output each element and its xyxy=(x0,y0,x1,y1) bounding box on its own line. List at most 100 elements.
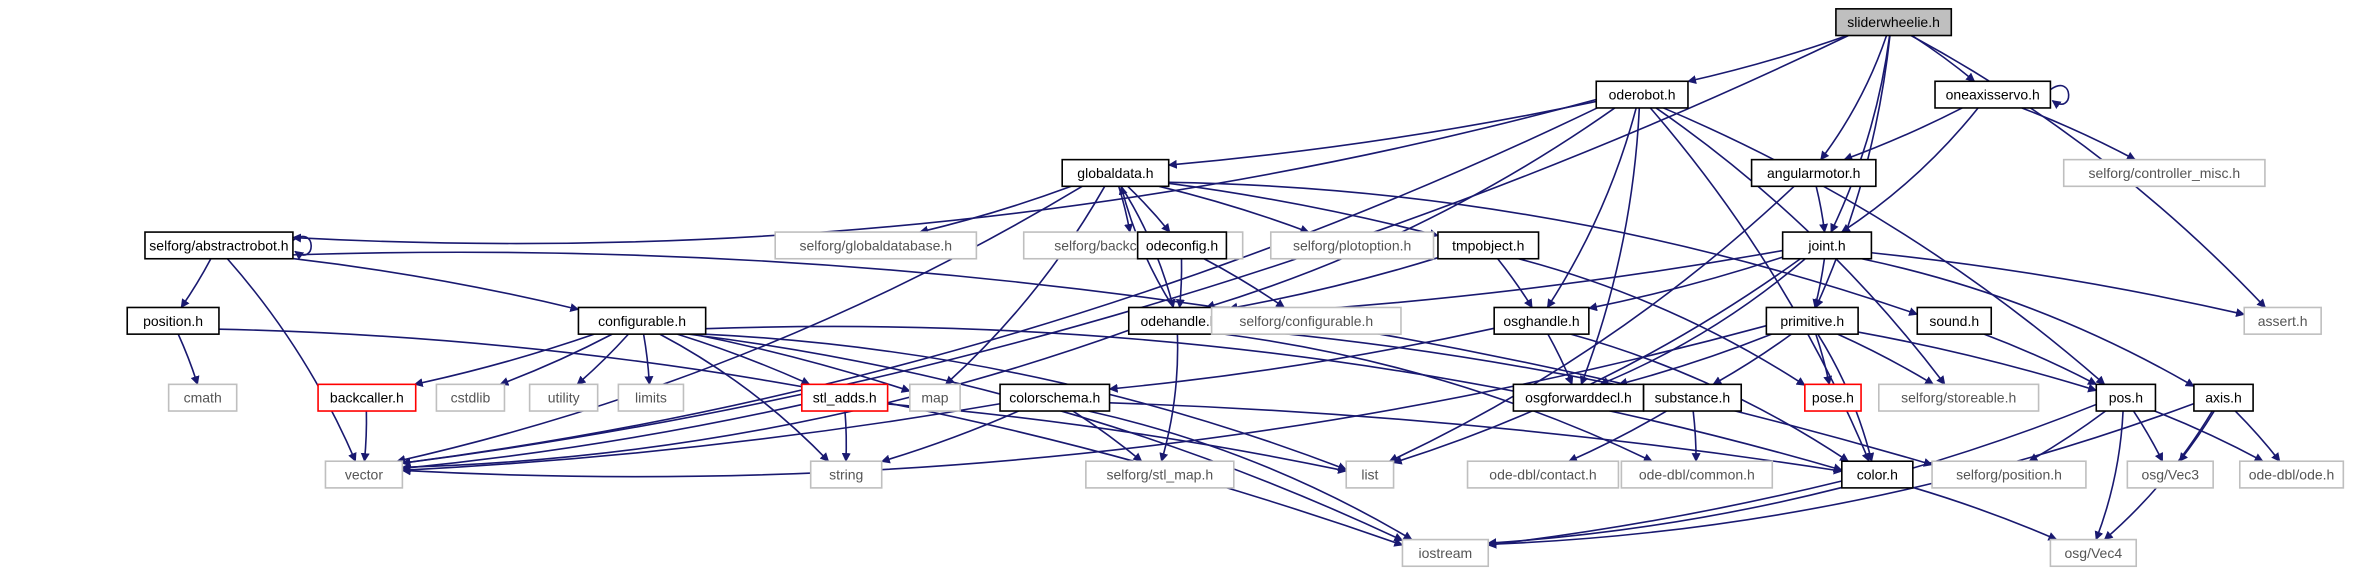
node-substance[interactable]: substance.h xyxy=(1642,383,1743,412)
node-joint[interactable]: joint.h xyxy=(1781,231,1873,260)
node-label-cmath: cmath xyxy=(184,390,222,406)
edge-sliderwheelie-to-joint xyxy=(1830,35,1891,233)
node-angularmotor[interactable]: angularmotor.h xyxy=(1750,158,1877,188)
node-stl_map: selforg/stl_map.h xyxy=(1085,460,1235,489)
node-label-plotoption: selforg/plotoption.h xyxy=(1293,237,1411,253)
edge-tmpobject-to-pose xyxy=(1518,257,1806,386)
node-label-limits: limits xyxy=(635,390,667,406)
edge-sliderwheelie-to-oneaxisservo xyxy=(1911,34,1976,82)
node-label-globaldatabase: selforg/globaldatabase.h xyxy=(800,237,953,253)
node-box-string xyxy=(809,460,883,489)
node-sliderwheelie[interactable]: sliderwheelie.h xyxy=(1835,8,1953,37)
node-box-sound xyxy=(1916,306,1993,335)
node-assert: assert.h xyxy=(2243,306,2322,335)
node-box-pose xyxy=(1804,383,1862,412)
edge-odehandle-to-stl_map xyxy=(1159,334,1179,463)
edge-joint-to-osgforwarddecl xyxy=(1599,258,1806,386)
node-label-ode: ode-dbl/ode.h xyxy=(2249,467,2335,483)
node-label-globaldata: globaldata.h xyxy=(1077,165,1153,181)
node-box-globaldata xyxy=(1061,158,1170,188)
edge-pos-to-ode xyxy=(2154,410,2264,462)
node-osghandle[interactable]: osghandle.h xyxy=(1493,306,1590,335)
node-label-vector: vector xyxy=(345,467,383,483)
node-pose[interactable]: pose.h xyxy=(1804,383,1862,412)
node-box-map xyxy=(909,383,961,412)
node-color[interactable]: color.h xyxy=(1841,460,1914,489)
node-backcaller[interactable]: backcaller.h xyxy=(317,383,417,412)
node-controller_misc: selforg/controller_misc.h xyxy=(2062,158,2266,188)
node-cstdlib: cstdlib xyxy=(435,383,506,412)
node-box-oderobot xyxy=(1595,80,1689,109)
node-utility: utility xyxy=(528,383,599,412)
node-osgforwarddecl[interactable]: osgforwarddecl.h xyxy=(1512,383,1645,412)
edge-configurable-to-limits xyxy=(642,334,654,386)
node-box-configurable xyxy=(577,306,707,335)
node-label-colorschema: colorschema.h xyxy=(1009,390,1100,406)
node-box-assert xyxy=(2243,306,2322,335)
node-box-vec4 xyxy=(2049,538,2138,568)
node-box-osgforwarddecl xyxy=(1512,383,1645,412)
node-label-string: string xyxy=(829,467,863,483)
edge-odeconfig-to-sel_configurable xyxy=(1203,258,1286,309)
node-box-globaldatabase xyxy=(774,231,978,260)
node-box-vector xyxy=(324,460,404,489)
node-box-joint xyxy=(1781,231,1873,260)
node-sel_position: selforg/position.h xyxy=(1931,460,2087,489)
node-configurable[interactable]: configurable.h xyxy=(577,306,707,335)
node-limits: limits xyxy=(617,383,685,412)
edge-colorschema-to-color xyxy=(1109,401,1843,475)
node-colorschema[interactable]: colorschema.h xyxy=(999,383,1111,412)
node-pos[interactable]: pos.h xyxy=(2095,383,2157,412)
node-position[interactable]: position.h xyxy=(126,306,220,335)
edge-primitive-to-substance xyxy=(1712,333,1792,386)
node-plotoption: selforg/plotoption.h xyxy=(1269,231,1435,260)
edge-joint-to-list xyxy=(1392,258,1801,465)
edge-configurable-to-stl_adds xyxy=(676,333,811,386)
node-abstractrobot[interactable]: selforg/abstractrobot.h xyxy=(144,231,294,260)
edge-globaldata-to-map xyxy=(945,185,1106,385)
node-box-substance xyxy=(1642,383,1743,412)
node-tmpobject[interactable]: tmpobject.h xyxy=(1437,231,1540,260)
edge-sound-to-pos xyxy=(1983,333,2098,386)
node-box-list xyxy=(1345,460,1395,489)
node-sound[interactable]: sound.h xyxy=(1916,306,1993,335)
node-sel_configurable: selforg/configurable.h xyxy=(1210,306,1402,335)
node-globaldata[interactable]: globaldata.h xyxy=(1061,158,1170,188)
node-iostream: iostream xyxy=(1401,538,1490,568)
node-box-color xyxy=(1841,460,1914,489)
edge-color-to-iostream xyxy=(1487,480,1843,549)
node-string: string xyxy=(809,460,883,489)
edge-joint-to-axis xyxy=(1861,257,2195,388)
node-oderobot[interactable]: oderobot.h xyxy=(1595,80,1689,109)
edge-substance-to-common xyxy=(1691,410,1701,463)
node-primitive[interactable]: primitive.h xyxy=(1765,306,1859,335)
node-box-plotoption xyxy=(1269,231,1435,260)
node-box-stl_adds xyxy=(801,383,889,412)
edge-substance-to-contact xyxy=(1568,410,1667,463)
node-label-odeconfig: odeconfig.h xyxy=(1146,237,1218,253)
edge-position-to-cmath xyxy=(177,333,200,386)
edge-odehandle-to-common xyxy=(1223,333,1653,462)
node-box-utility xyxy=(528,383,599,412)
edge-colorschema-to-stl_map xyxy=(1072,410,1143,462)
node-axis[interactable]: axis.h xyxy=(2193,383,2254,412)
node-oneaxisservo[interactable]: oneaxisservo.h xyxy=(1934,80,2052,109)
node-common: ode-dbl/common.h xyxy=(1620,460,1774,489)
edge-abstractrobot-to-configurable xyxy=(292,257,580,312)
node-label-common: ode-dbl/common.h xyxy=(1639,467,1755,483)
node-label-configurable: configurable.h xyxy=(598,313,686,329)
node-box-ode xyxy=(2238,460,2345,489)
node-stl_adds[interactable]: stl_adds.h xyxy=(801,383,889,412)
edge-colorschema-to-string xyxy=(880,410,1019,464)
edge-primitive-to-pose xyxy=(1815,333,1833,386)
edge-colorschema-to-iostream xyxy=(1088,410,1413,541)
node-box-vec3 xyxy=(2126,460,2214,489)
edge-configurable-to-map xyxy=(692,333,911,393)
edge-configurable-to-backcaller xyxy=(413,333,595,388)
node-map: map xyxy=(909,383,961,412)
edge-oderobot-to-osghandle xyxy=(1546,107,1637,309)
node-label-assert: assert.h xyxy=(2258,313,2308,329)
node-odeconfig[interactable]: odeconfig.h xyxy=(1136,231,1228,260)
edge-backcaller-to-vector xyxy=(360,410,370,463)
node-label-color: color.h xyxy=(1857,467,1898,483)
